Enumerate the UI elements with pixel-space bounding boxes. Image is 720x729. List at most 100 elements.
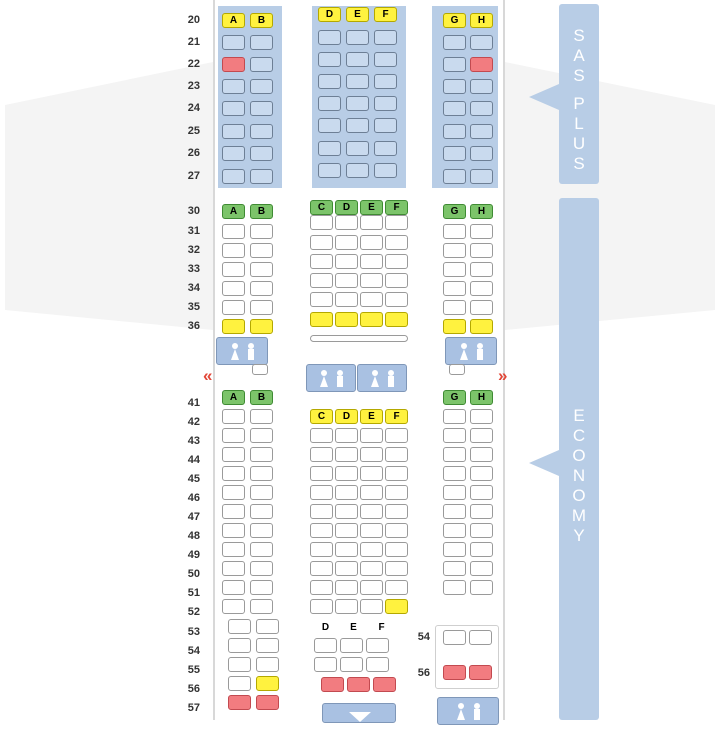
seat[interactable] [222,79,245,94]
seat[interactable] [443,79,466,94]
seat[interactable] [470,169,493,184]
seat[interactable] [228,638,251,653]
seat[interactable] [470,542,493,557]
seat[interactable] [318,52,341,67]
seat[interactable] [222,428,245,443]
seat[interactable] [385,561,408,576]
seat[interactable] [346,118,369,133]
seat[interactable] [310,312,333,327]
seat-occupied[interactable] [321,677,344,692]
seat[interactable] [443,300,466,315]
seat[interactable] [360,215,383,230]
seat[interactable] [222,300,245,315]
seat-occupied[interactable] [256,695,279,710]
seat[interactable] [310,466,333,481]
seat[interactable] [250,169,273,184]
seat[interactable] [318,74,341,89]
seat[interactable] [335,580,358,595]
seat[interactable] [310,523,333,538]
seat[interactable] [470,101,493,116]
seat[interactable] [250,561,273,576]
seat-occupied[interactable] [470,57,493,72]
seat[interactable] [374,163,397,178]
seat[interactable] [443,504,466,519]
seat[interactable] [222,599,245,614]
seat[interactable] [250,79,273,94]
seat[interactable] [222,319,245,334]
seat[interactable] [222,169,245,184]
seat[interactable] [335,312,358,327]
seat[interactable] [360,561,383,576]
seat[interactable] [222,561,245,576]
seat[interactable] [443,580,466,595]
seat-occupied[interactable] [228,695,251,710]
seat[interactable] [335,599,358,614]
seat[interactable] [250,409,273,424]
seat[interactable] [470,79,493,94]
seat[interactable] [250,281,273,296]
seat[interactable] [385,428,408,443]
seat[interactable] [335,428,358,443]
seat[interactable] [314,657,337,672]
seat-occupied[interactable] [373,677,396,692]
seat[interactable] [340,657,363,672]
seat[interactable] [385,466,408,481]
seat[interactable] [443,485,466,500]
seat[interactable] [470,466,493,481]
seat[interactable] [250,101,273,116]
seat-occupied[interactable] [347,677,370,692]
seat[interactable] [222,580,245,595]
seat[interactable] [310,504,333,519]
seat[interactable] [360,466,383,481]
seat[interactable] [443,224,466,239]
seat[interactable] [443,561,466,576]
seat[interactable] [222,409,245,424]
seat[interactable] [443,101,466,116]
seat[interactable] [443,169,466,184]
seat[interactable] [385,273,408,288]
seat-occupied[interactable] [443,665,466,680]
seat[interactable] [346,74,369,89]
seat[interactable] [340,638,363,653]
seat[interactable] [385,523,408,538]
seat[interactable] [335,447,358,462]
seat[interactable] [250,146,273,161]
seat[interactable] [310,215,333,230]
seat[interactable] [250,124,273,139]
seat[interactable] [374,52,397,67]
seat[interactable] [470,281,493,296]
seat[interactable] [310,254,333,269]
seat[interactable] [250,466,273,481]
seat[interactable] [470,523,493,538]
seat[interactable] [443,428,466,443]
seat[interactable] [443,542,466,557]
seat[interactable] [250,57,273,72]
seat[interactable] [318,118,341,133]
seat[interactable] [310,447,333,462]
seat[interactable] [360,428,383,443]
seat[interactable] [385,599,408,614]
seat[interactable] [470,243,493,258]
seat[interactable] [360,580,383,595]
seat[interactable] [385,312,408,327]
seat[interactable] [335,561,358,576]
seat[interactable] [310,273,333,288]
seat[interactable] [443,409,466,424]
seat[interactable] [222,504,245,519]
seat[interactable] [385,447,408,462]
seat[interactable] [335,466,358,481]
seat[interactable] [385,235,408,250]
seat[interactable] [335,504,358,519]
seat[interactable] [228,657,251,672]
seat[interactable] [470,561,493,576]
seat[interactable] [222,224,245,239]
seat[interactable] [222,542,245,557]
seat[interactable] [443,281,466,296]
seat[interactable] [346,96,369,111]
seat[interactable] [470,300,493,315]
seat[interactable] [470,319,493,334]
seat[interactable] [335,215,358,230]
seat[interactable] [310,235,333,250]
seat[interactable] [250,542,273,557]
seat[interactable] [366,638,389,653]
